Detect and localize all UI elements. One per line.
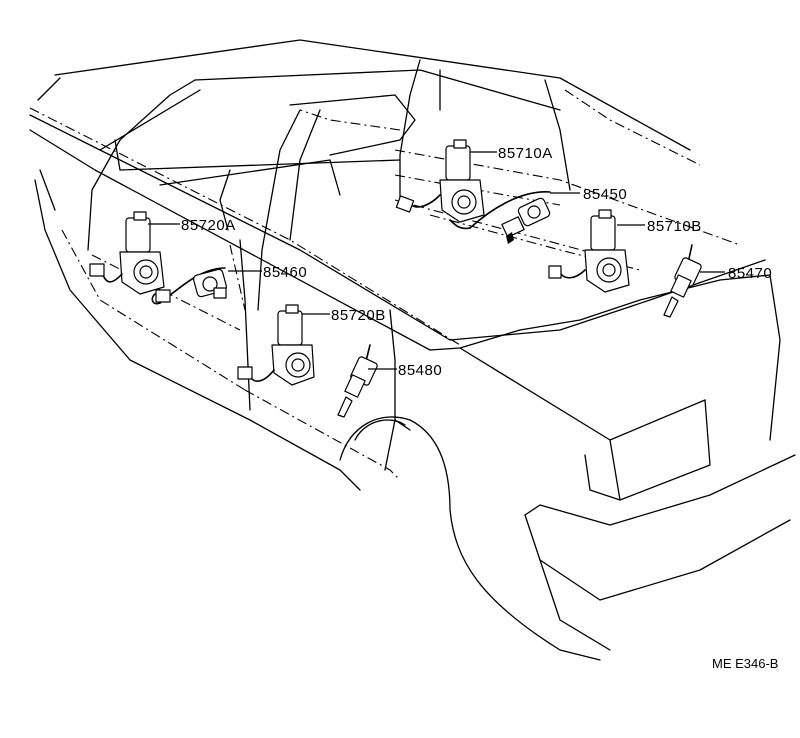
lock-motor-85460 — [151, 267, 228, 305]
callout-labels: 85710A 85450 85710B 85470 85720A 85460 8… — [181, 145, 772, 379]
callout-85720a: 85720A — [181, 217, 236, 234]
window-motor-85720b — [237, 304, 315, 386]
window-motor-85720a — [89, 211, 165, 295]
callout-85470: 85470 — [728, 265, 772, 282]
callout-85450: 85450 — [583, 186, 627, 203]
callout-85710a: 85710A — [498, 145, 553, 162]
diagram-reference-code: ME E346-B — [712, 656, 778, 671]
callout-85460: 85460 — [263, 264, 307, 281]
callout-85710b: 85710B — [647, 218, 702, 235]
lock-solenoid-85470 — [663, 244, 702, 318]
window-motor-85710b — [548, 209, 630, 293]
leader-lines — [148, 151, 725, 370]
car-body-outline — [29, 39, 796, 661]
callout-85480: 85480 — [398, 362, 442, 379]
window-motor-85710a — [395, 139, 485, 223]
lock-motor-85450 — [449, 191, 551, 244]
callout-85720b: 85720B — [331, 307, 386, 324]
lock-solenoid-85480 — [337, 344, 378, 418]
